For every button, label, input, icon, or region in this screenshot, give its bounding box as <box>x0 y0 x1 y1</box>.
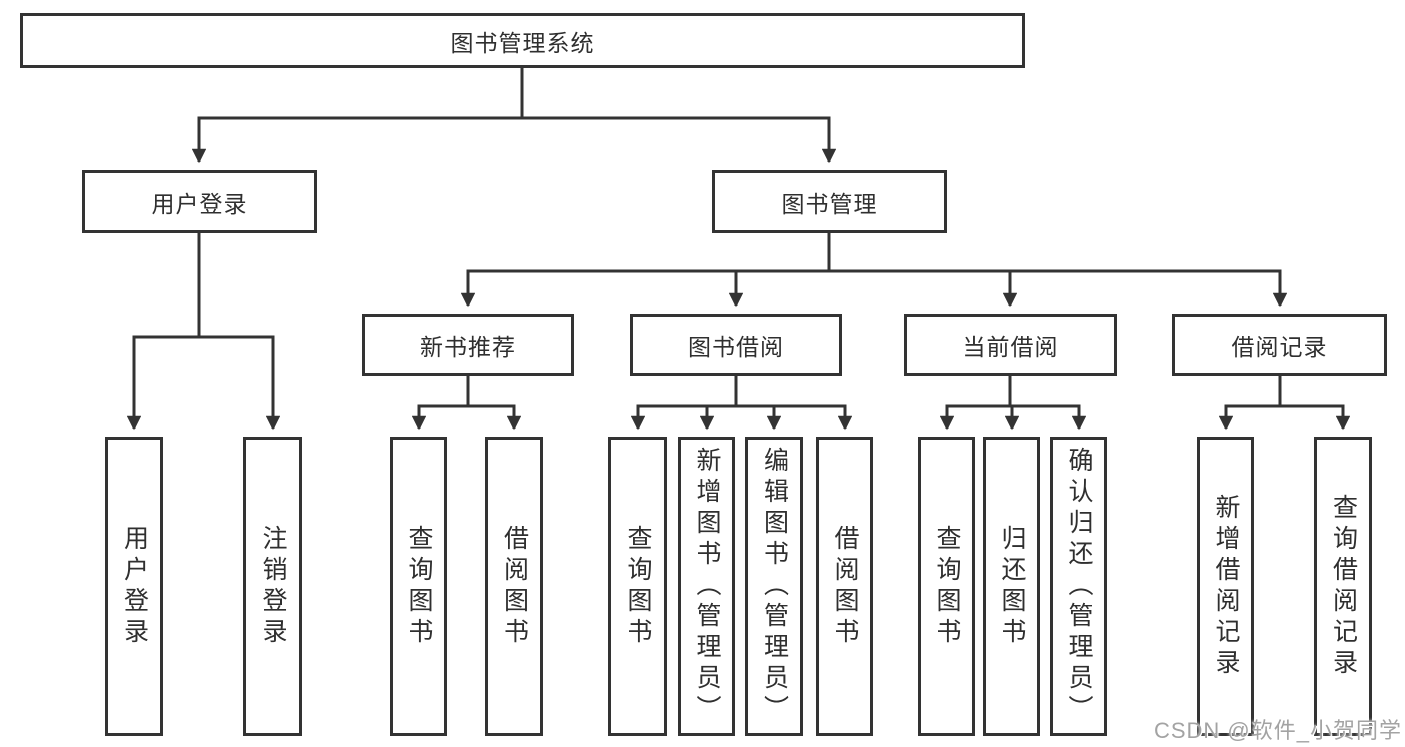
leaf-return-book: 归还图书 <box>983 437 1040 736</box>
leaf-query-books-3-label: 查询图书 <box>933 524 961 649</box>
leaf-query-borrow-record-label: 查询借阅记录 <box>1329 493 1358 680</box>
node-new-book-rec: 新书推荐 <box>362 314 574 376</box>
node-book-borrow: 图书借阅 <box>630 314 842 376</box>
node-current-borrow-label: 当前借阅 <box>962 334 1059 360</box>
leaf-borrow-books-2: 借阅图书 <box>816 437 873 736</box>
node-borrow-records-label: 借阅记录 <box>1231 334 1328 360</box>
leaf-return-book-label: 归还图书 <box>998 524 1026 649</box>
leaf-borrow-books-1: 借阅图书 <box>485 437 543 736</box>
leaf-user-login-label: 用户登录 <box>120 524 149 649</box>
leaf-edit-book-admin-label: 编辑图书（管理员） <box>760 447 789 726</box>
leaf-query-books-2-label: 查询图书 <box>624 524 652 649</box>
leaf-edit-book-admin: 编辑图书（管理员） <box>745 437 803 736</box>
connector-book-mgmt <box>466 231 1282 273</box>
node-user-login: 用户登录 <box>82 170 317 233</box>
leaf-add-book-admin-label: 新增图书（管理员） <box>693 447 721 726</box>
leaf-query-books-3: 查询图书 <box>918 437 975 736</box>
node-book-mgmt-label: 图书管理 <box>781 190 878 217</box>
leaf-query-borrow-record: 查询借阅记录 <box>1314 437 1372 736</box>
leaf-confirm-return-admin-label: 确认归还（管理员） <box>1065 447 1093 726</box>
node-new-book-rec-label: 新书推荐 <box>420 334 516 360</box>
leaf-confirm-return-admin: 确认归还（管理员） <box>1050 437 1107 736</box>
connector-records <box>1224 374 1345 408</box>
node-borrow-records: 借阅记录 <box>1172 314 1387 376</box>
leaf-borrow-books-2-label: 借阅图书 <box>831 524 859 649</box>
node-current-borrow: 当前借阅 <box>904 314 1117 376</box>
connector-new-book <box>417 374 516 408</box>
leaf-logout: 注销登录 <box>243 437 302 736</box>
connector-current <box>945 374 1081 408</box>
leaf-borrow-books-1-label: 借阅图书 <box>500 524 529 649</box>
node-book-mgmt: 图书管理 <box>712 170 947 233</box>
leaf-add-borrow-record-label: 新增借阅记录 <box>1212 493 1240 680</box>
leaf-query-books-1-label: 查询图书 <box>405 524 433 649</box>
node-root-label: 图书管理系统 <box>450 29 595 56</box>
node-book-borrow-label: 图书借阅 <box>688 334 784 360</box>
leaf-logout-label: 注销登录 <box>259 524 287 649</box>
watermark: CSDN @软件_小贺同学 <box>1153 718 1402 743</box>
node-user-login-label: 用户登录 <box>151 190 248 217</box>
leaf-add-borrow-record: 新增借阅记录 <box>1197 437 1254 736</box>
connector-borrow <box>636 374 847 408</box>
leaf-add-book-admin: 新增图书（管理员） <box>678 437 735 736</box>
leaf-query-books-1: 查询图书 <box>390 437 447 736</box>
connector-user-login <box>132 231 275 339</box>
connector-root <box>197 66 831 120</box>
node-root: 图书管理系统 <box>20 13 1025 68</box>
leaf-user-login: 用户登录 <box>105 437 163 736</box>
leaf-query-books-2: 查询图书 <box>608 437 667 736</box>
